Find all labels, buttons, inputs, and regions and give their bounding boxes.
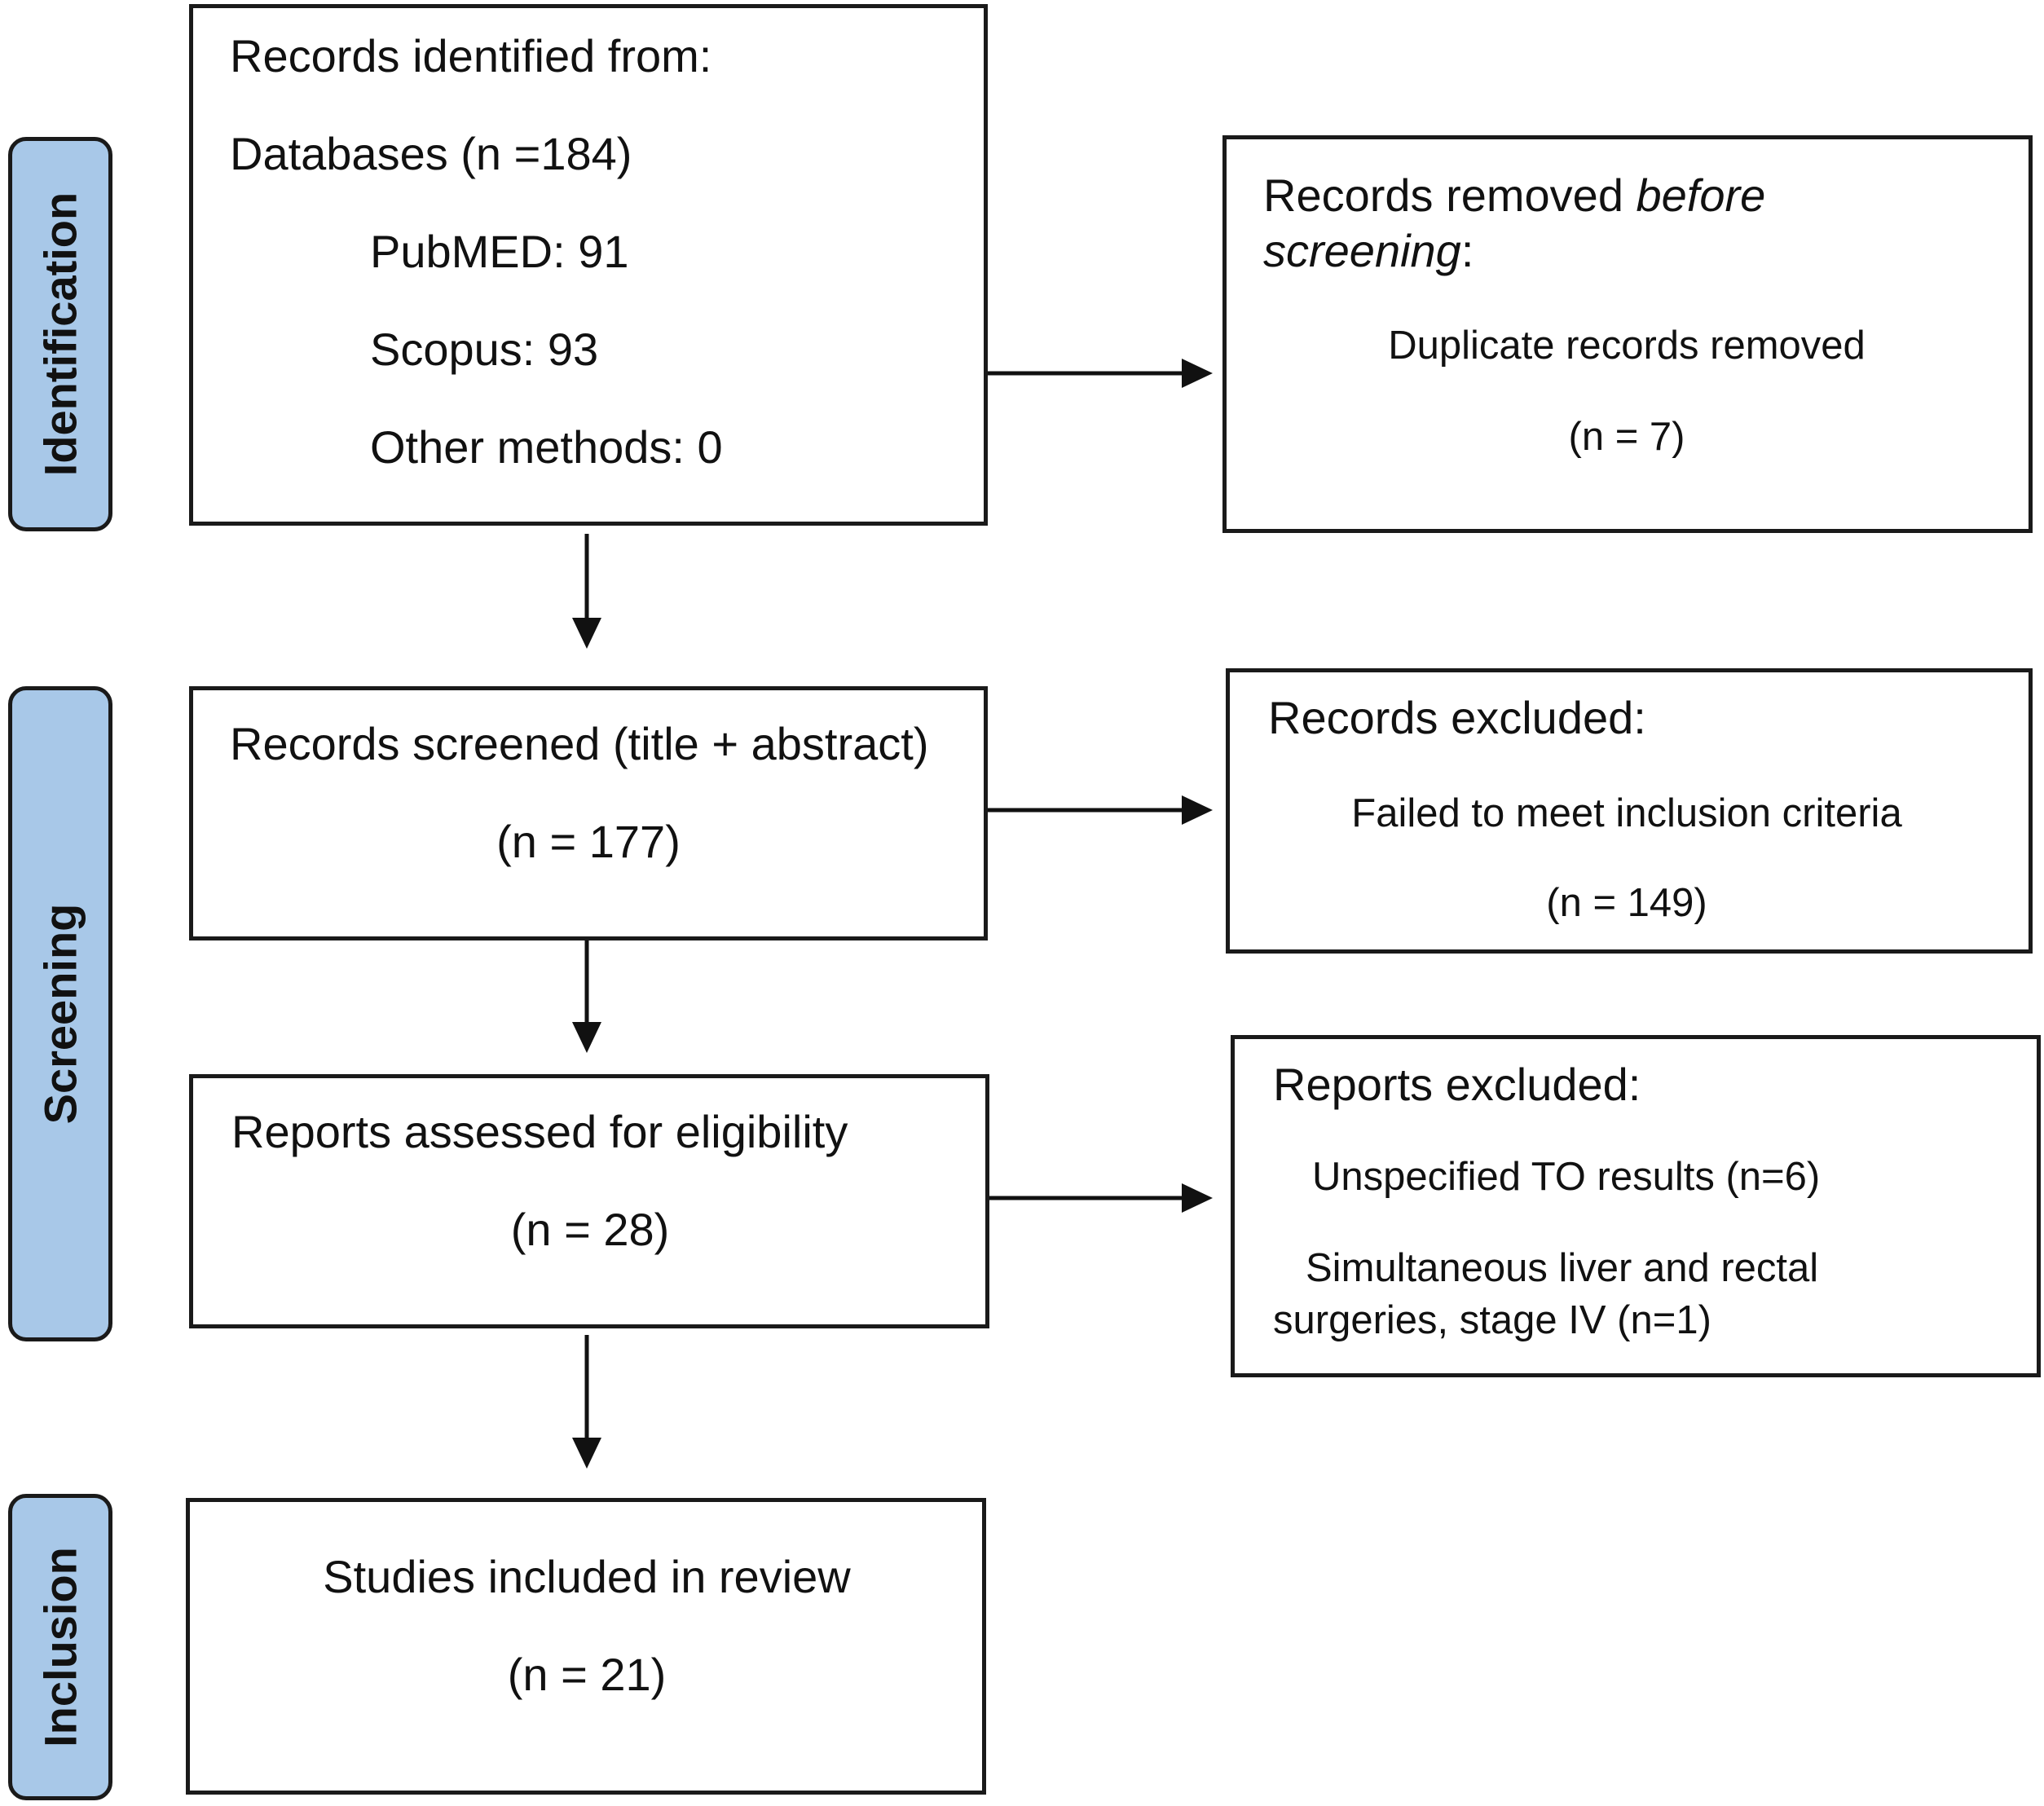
reports-excluded-heading: Reports excluded: — [1273, 1059, 1641, 1110]
pubmed-count: PubMED: 91 — [370, 226, 629, 277]
stage-identification: Identification — [8, 137, 112, 531]
reports-excluded-box — [1231, 1035, 2041, 1377]
studies-included-box — [186, 1498, 986, 1795]
studies-included-count: (n = 21) — [507, 1649, 667, 1700]
unspecified-to-results: Unspecified TO results (n=6) — [1312, 1155, 1821, 1199]
duplicate-records-label: Duplicate records removed — [1388, 324, 1866, 368]
records-excluded-box — [1226, 668, 2033, 954]
arrowhead-removed — [1182, 359, 1213, 388]
records-removed-heading-screening: screening — [1263, 225, 1461, 276]
records-removed-heading: Records removed before screening: — [1263, 168, 1765, 279]
arrowhead-assessed — [572, 1022, 601, 1053]
arrowhead-reports-excluded — [1182, 1183, 1213, 1213]
arrowhead-excluded — [1182, 795, 1213, 825]
records-removed-heading-colon: : — [1460, 225, 1474, 276]
other-methods-count: Other methods: 0 — [370, 421, 723, 473]
records-identified-heading: Records identified from: — [230, 30, 712, 81]
records-excluded-heading: Records excluded: — [1268, 692, 1646, 743]
reports-assessed-count: (n = 28) — [510, 1204, 670, 1255]
records-screened-heading: Records screened (title + abstract) — [230, 718, 929, 769]
records-removed-heading-before: before — [1636, 170, 1766, 221]
stage-screening: Screening — [8, 686, 112, 1341]
records-screened-box — [189, 686, 988, 940]
records-removed-heading-text: Records removed — [1263, 170, 1637, 221]
records-screened-count: (n = 177) — [496, 816, 681, 867]
scopus-count: Scopus: 93 — [370, 324, 599, 375]
reports-assessed-box — [189, 1074, 989, 1328]
simultaneous-surgeries-line2: surgeries, stage IV (n=1) — [1273, 1298, 1711, 1342]
failed-inclusion-label: Failed to meet inclusion criteria — [1351, 791, 1902, 835]
simultaneous-surgeries-line1: Simultaneous liver and rectal — [1306, 1246, 1819, 1290]
arrowhead-screened — [572, 618, 601, 649]
records-identified-box — [189, 4, 988, 526]
reports-assessed-heading: Reports assessed for eligibility — [231, 1106, 848, 1157]
studies-included-heading: Studies included in review — [323, 1551, 851, 1602]
records-removed-box — [1222, 135, 2033, 533]
failed-inclusion-count: (n = 149) — [1546, 881, 1707, 925]
databases-count: Databases (n =184) — [230, 128, 632, 179]
duplicate-records-count: (n = 7) — [1568, 415, 1685, 459]
stage-inclusion: Inclusion — [8, 1494, 112, 1800]
arrowhead-included — [572, 1438, 601, 1469]
